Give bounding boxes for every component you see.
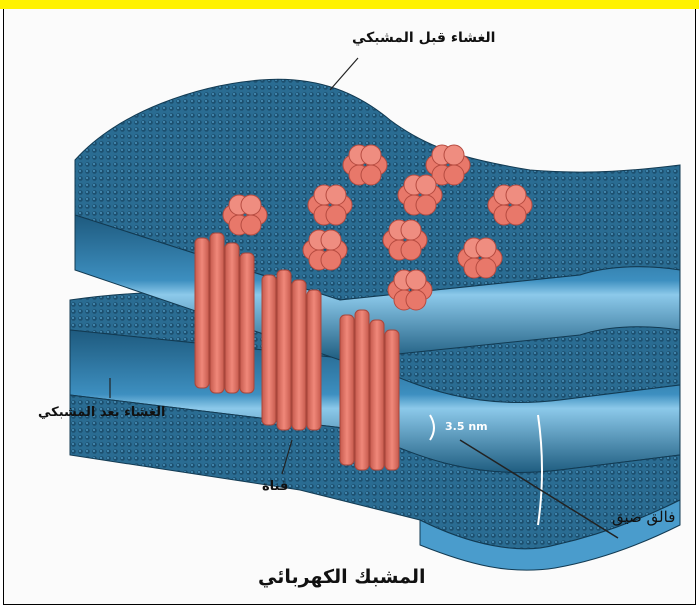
presynaptic-membrane-label: الغشاء قبل المشبكي xyxy=(352,30,495,46)
gap-measure-label: 3.5 nm xyxy=(445,420,488,433)
diagram-title: المشبك الكهربائي xyxy=(258,566,425,588)
postsynaptic-membrane-label: الغشاء بعد المشبكي xyxy=(38,405,166,420)
channel-column xyxy=(195,233,254,393)
channel-label: قناة xyxy=(262,479,288,494)
narrow-cleft-label: فالق ضيق xyxy=(612,508,675,526)
channel-column xyxy=(340,310,399,470)
leader-presynaptic xyxy=(330,58,358,90)
channel-column xyxy=(262,270,321,430)
